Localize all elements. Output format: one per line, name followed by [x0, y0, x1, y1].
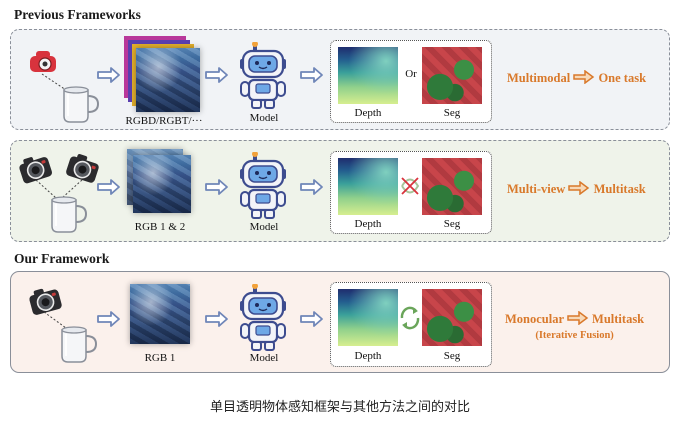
dashed-view-line [41, 73, 67, 91]
robot-model-icon [239, 42, 288, 110]
or-connector: Or [405, 68, 417, 80]
model-label: Model [249, 352, 279, 364]
dashed-view-line [43, 311, 67, 329]
orange-arrow-icon [567, 310, 589, 326]
depth-map-image [338, 158, 398, 215]
rgb-input-image [136, 48, 200, 112]
model-label: Model [249, 221, 279, 233]
arrow-icon [97, 67, 120, 83]
rgb-view-2-image [133, 155, 191, 213]
row1-conclusion: Multimodal One task [507, 69, 647, 86]
figure-caption: 单目透明物体感知框架与其他方法之间的对比 [209, 400, 470, 415]
arrow-icon [205, 179, 228, 195]
depth-label: Depth [354, 218, 382, 230]
input-label: RGBD/RGBT/··· [125, 115, 203, 127]
our-framework-title: Our Framework [14, 251, 110, 266]
conclusion-right: Multitask [593, 182, 646, 196]
seg-label: Seg [443, 218, 461, 230]
orange-arrow-icon [568, 180, 590, 196]
transparent-cup-icon [61, 326, 97, 363]
input-label: RGB 1 & 2 [134, 221, 186, 233]
conclusion-left: Multimodal [507, 71, 571, 85]
conclusion-subtitle: (Iterative Fusion) [535, 330, 614, 341]
row3-conclusion: Monocular Multitask (Iterative Fusion) [505, 310, 645, 341]
robot-model-icon [239, 284, 288, 352]
transparent-cup-icon [51, 196, 87, 233]
transparent-cup-icon [63, 86, 99, 123]
arrow-icon [205, 311, 228, 327]
seg-label: Seg [443, 107, 461, 119]
previous-frameworks-title: Previous Frameworks [14, 7, 141, 22]
arrow-icon [300, 67, 323, 83]
conclusion-right: One task [598, 71, 647, 85]
arrow-icon [300, 179, 323, 195]
depth-map-image [338, 47, 398, 104]
arrow-icon [205, 67, 228, 83]
no-interaction-cross-icon [401, 177, 420, 195]
orange-arrow-icon [573, 69, 595, 85]
segmentation-image [422, 289, 482, 346]
depth-map-image [338, 289, 398, 346]
arrow-icon [97, 311, 120, 327]
depth-label: Depth [354, 107, 382, 119]
arrow-icon [97, 179, 120, 195]
dashed-view-lines [35, 179, 83, 199]
arrow-icon [300, 311, 323, 327]
conclusion-left: Multi-view [507, 182, 566, 196]
segmentation-image [422, 47, 482, 104]
iterative-fusion-cycle-icon [400, 306, 420, 330]
conclusion-right: Multitask [592, 312, 645, 326]
row2-conclusion: Multi-view Multitask [507, 180, 646, 197]
seg-label: Seg [443, 350, 461, 362]
depth-label: Depth [354, 350, 382, 362]
model-label: Model [249, 112, 279, 124]
rgb-input-image [130, 284, 190, 344]
segmentation-image [422, 158, 482, 215]
red-sensor-device-icon [30, 51, 56, 72]
robot-model-icon [239, 152, 288, 220]
input-label: RGB 1 [144, 352, 176, 364]
conclusion-left: Monocular [505, 312, 564, 326]
